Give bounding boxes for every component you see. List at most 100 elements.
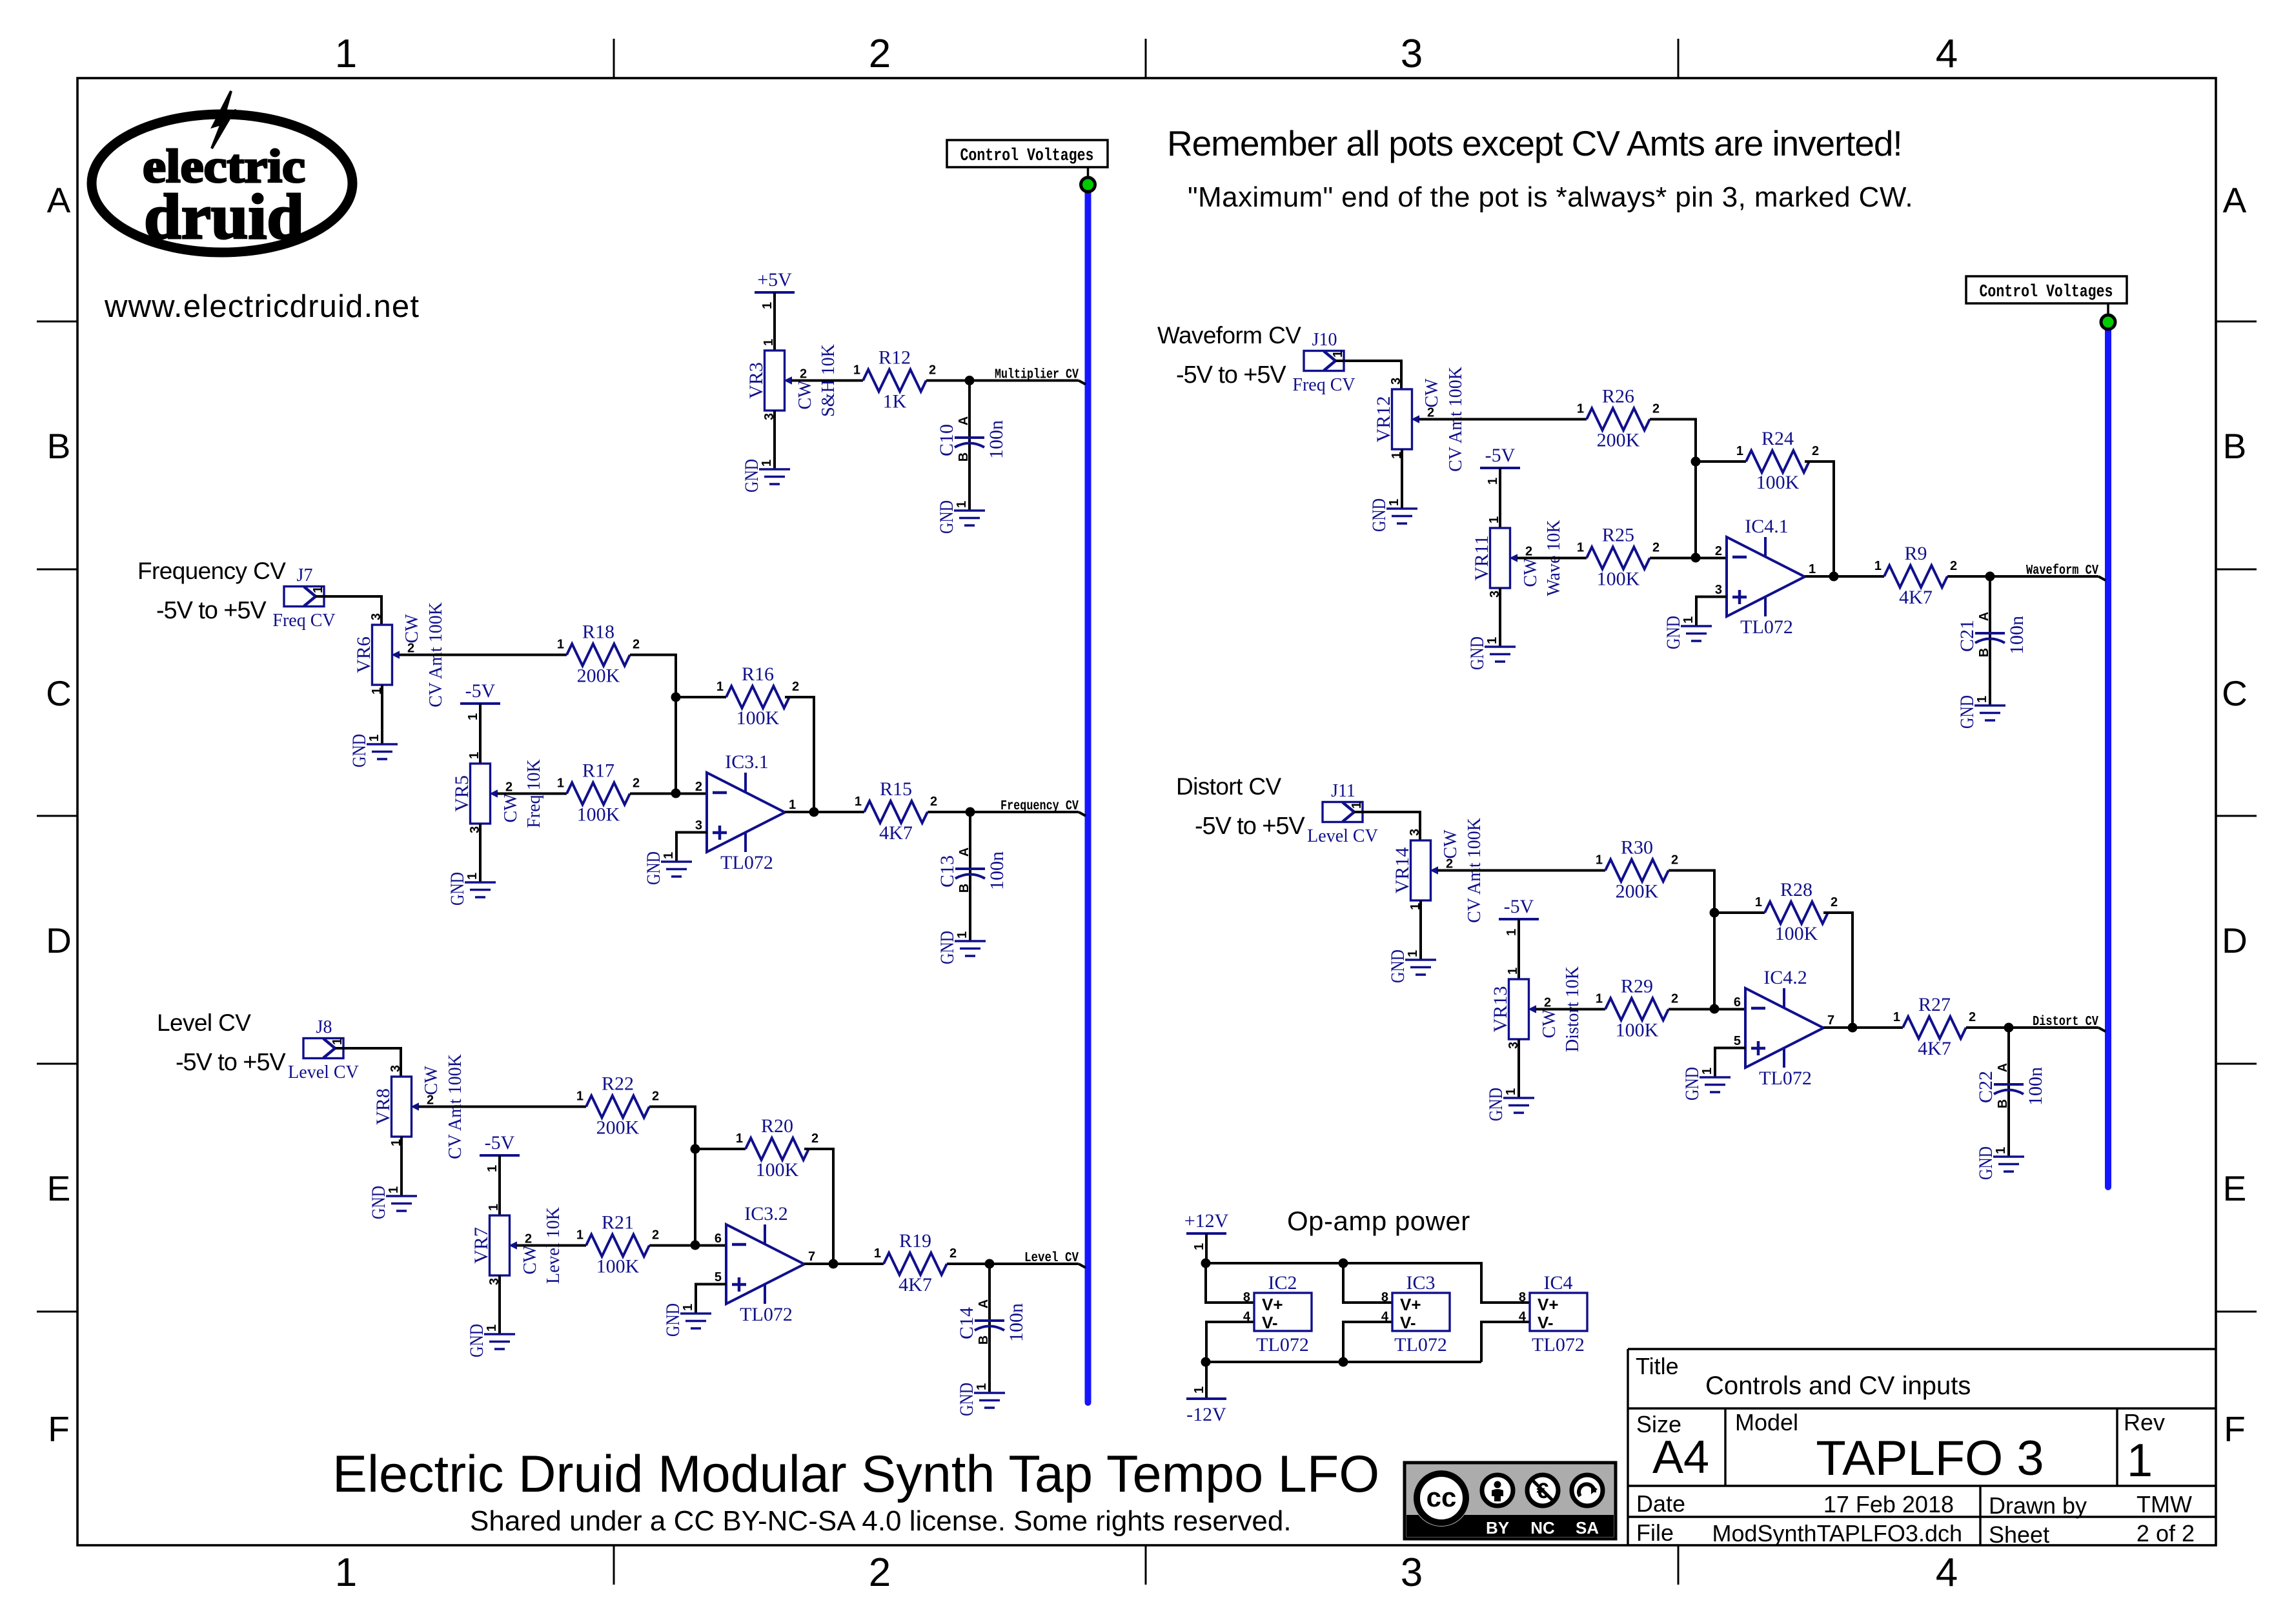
svg-text:1: 1 (487, 1204, 501, 1211)
svg-text:1: 1 (485, 1165, 500, 1172)
svg-text:1: 1 (2127, 1435, 2153, 1487)
svg-text:J7: J7 (297, 565, 313, 585)
svg-text:Rev: Rev (2124, 1409, 2165, 1436)
svg-text:J11: J11 (1331, 781, 1355, 801)
svg-text:2: 2 (929, 363, 936, 378)
svg-text:B: B (47, 426, 71, 466)
svg-text:-5V: -5V (1485, 445, 1516, 466)
svg-text:R15: R15 (880, 778, 912, 800)
svg-text:GND: GND (937, 931, 958, 964)
svg-text:1: 1 (716, 680, 724, 694)
svg-text:1: 1 (955, 501, 969, 508)
svg-text:GND: GND (1485, 1088, 1507, 1121)
svg-text:1: 1 (1485, 637, 1499, 644)
svg-text:TL072: TL072 (1394, 1334, 1447, 1355)
svg-text:R19: R19 (899, 1230, 931, 1252)
svg-text:TL072: TL072 (1532, 1334, 1585, 1355)
svg-text:D: D (46, 920, 72, 960)
svg-text:A: A (47, 180, 71, 220)
svg-text:VR3: VR3 (746, 362, 767, 399)
svg-text:R9: R9 (1904, 543, 1927, 564)
svg-text:2: 2 (1652, 402, 1660, 416)
svg-text:8: 8 (1519, 1290, 1526, 1304)
svg-text:4: 4 (1519, 1310, 1527, 1324)
svg-text:2: 2 (1950, 559, 1957, 573)
svg-text:B: B (1977, 648, 1991, 657)
svg-text:2: 2 (869, 1550, 891, 1595)
svg-text:2: 2 (1427, 406, 1434, 420)
svg-text:1: 1 (330, 1038, 345, 1045)
svg-text:1: 1 (557, 776, 564, 791)
svg-text:7: 7 (1827, 1013, 1834, 1028)
svg-text:TL072: TL072 (1256, 1334, 1309, 1355)
svg-text:-5V to +5V: -5V to +5V (176, 1049, 286, 1076)
svg-text:1: 1 (1994, 1147, 2008, 1154)
svg-text:2: 2 (525, 1232, 532, 1246)
svg-text:A: A (1996, 1063, 2010, 1072)
svg-text:B: B (2223, 426, 2247, 466)
svg-text:NC: NC (1530, 1518, 1555, 1538)
svg-text:3: 3 (369, 613, 383, 620)
svg-text:1: 1 (557, 638, 564, 652)
svg-text:Level CV: Level CV (1024, 1251, 1079, 1266)
svg-text:R24: R24 (1761, 428, 1794, 449)
svg-text:1: 1 (1504, 1088, 1518, 1095)
svg-text:Model: Model (1735, 1409, 1798, 1436)
svg-text:GND: GND (741, 459, 762, 492)
svg-text:2: 2 (949, 1246, 957, 1261)
svg-text:2: 2 (792, 680, 799, 694)
svg-text:100K: 100K (1775, 923, 1818, 944)
svg-text:4: 4 (1381, 1310, 1389, 1324)
svg-text:Op-amp power: Op-amp power (1287, 1206, 1470, 1236)
svg-text:1: 1 (1331, 350, 1345, 358)
svg-text:3: 3 (487, 1278, 502, 1285)
svg-text:5: 5 (715, 1270, 722, 1284)
svg-text:TL072: TL072 (740, 1304, 793, 1325)
svg-text:1: 1 (662, 852, 676, 859)
svg-text:1: 1 (1809, 562, 1816, 576)
svg-text:C21: C21 (1956, 620, 1978, 652)
svg-text:GND: GND (956, 1383, 977, 1416)
svg-text:R16: R16 (742, 664, 774, 685)
svg-text:Frequency CV: Frequency CV (1000, 799, 1079, 814)
svg-text:7: 7 (808, 1250, 815, 1264)
svg-text:VR5: VR5 (451, 775, 472, 812)
svg-text:C: C (2222, 673, 2248, 713)
svg-text:CW: CW (421, 1066, 442, 1095)
svg-text:17 Feb 2018: 17 Feb 2018 (1823, 1491, 1954, 1517)
svg-text:TL072: TL072 (1740, 616, 1793, 638)
svg-text:1: 1 (1387, 499, 1401, 506)
svg-text:cc: cc (1426, 1482, 1457, 1512)
svg-text:F: F (2224, 1409, 2246, 1449)
svg-text:IC4.2: IC4.2 (1763, 967, 1807, 988)
svg-text:100K: 100K (756, 1159, 799, 1181)
svg-text:1: 1 (576, 1228, 584, 1243)
svg-text:CW: CW (795, 380, 815, 410)
svg-text:TL072: TL072 (1759, 1068, 1812, 1089)
svg-text:CW: CW (520, 1245, 540, 1275)
svg-text:1: 1 (1874, 559, 1882, 573)
svg-text:GND: GND (662, 1303, 684, 1337)
svg-text:-5V to +5V: -5V to +5V (1195, 813, 1305, 840)
svg-text:CW: CW (1441, 829, 1461, 859)
svg-text:2: 2 (800, 367, 807, 381)
svg-text:V+: V+ (1262, 1295, 1283, 1314)
svg-text:1: 1 (1755, 895, 1762, 909)
svg-text:Waveform CV: Waveform CV (2026, 563, 2098, 578)
svg-text:100n: 100n (2006, 616, 2027, 655)
svg-text:2: 2 (633, 638, 640, 652)
svg-text:1: 1 (853, 363, 860, 378)
svg-text:3: 3 (468, 826, 482, 833)
svg-text:VR12: VR12 (1373, 396, 1394, 443)
svg-text:www.electricdruid.net: www.electricdruid.net (104, 289, 420, 324)
svg-text:1: 1 (1681, 616, 1696, 624)
svg-text:IC3: IC3 (1406, 1272, 1436, 1294)
svg-text:1: 1 (485, 1325, 499, 1332)
svg-text:1: 1 (874, 1246, 881, 1261)
svg-text:2: 2 (1969, 1010, 1976, 1024)
svg-text:VR13: VR13 (1490, 986, 1511, 1033)
svg-text:A: A (1977, 612, 1991, 621)
svg-text:3: 3 (389, 1065, 403, 1072)
svg-text:BY: BY (1486, 1518, 1509, 1538)
svg-text:1: 1 (760, 460, 774, 467)
